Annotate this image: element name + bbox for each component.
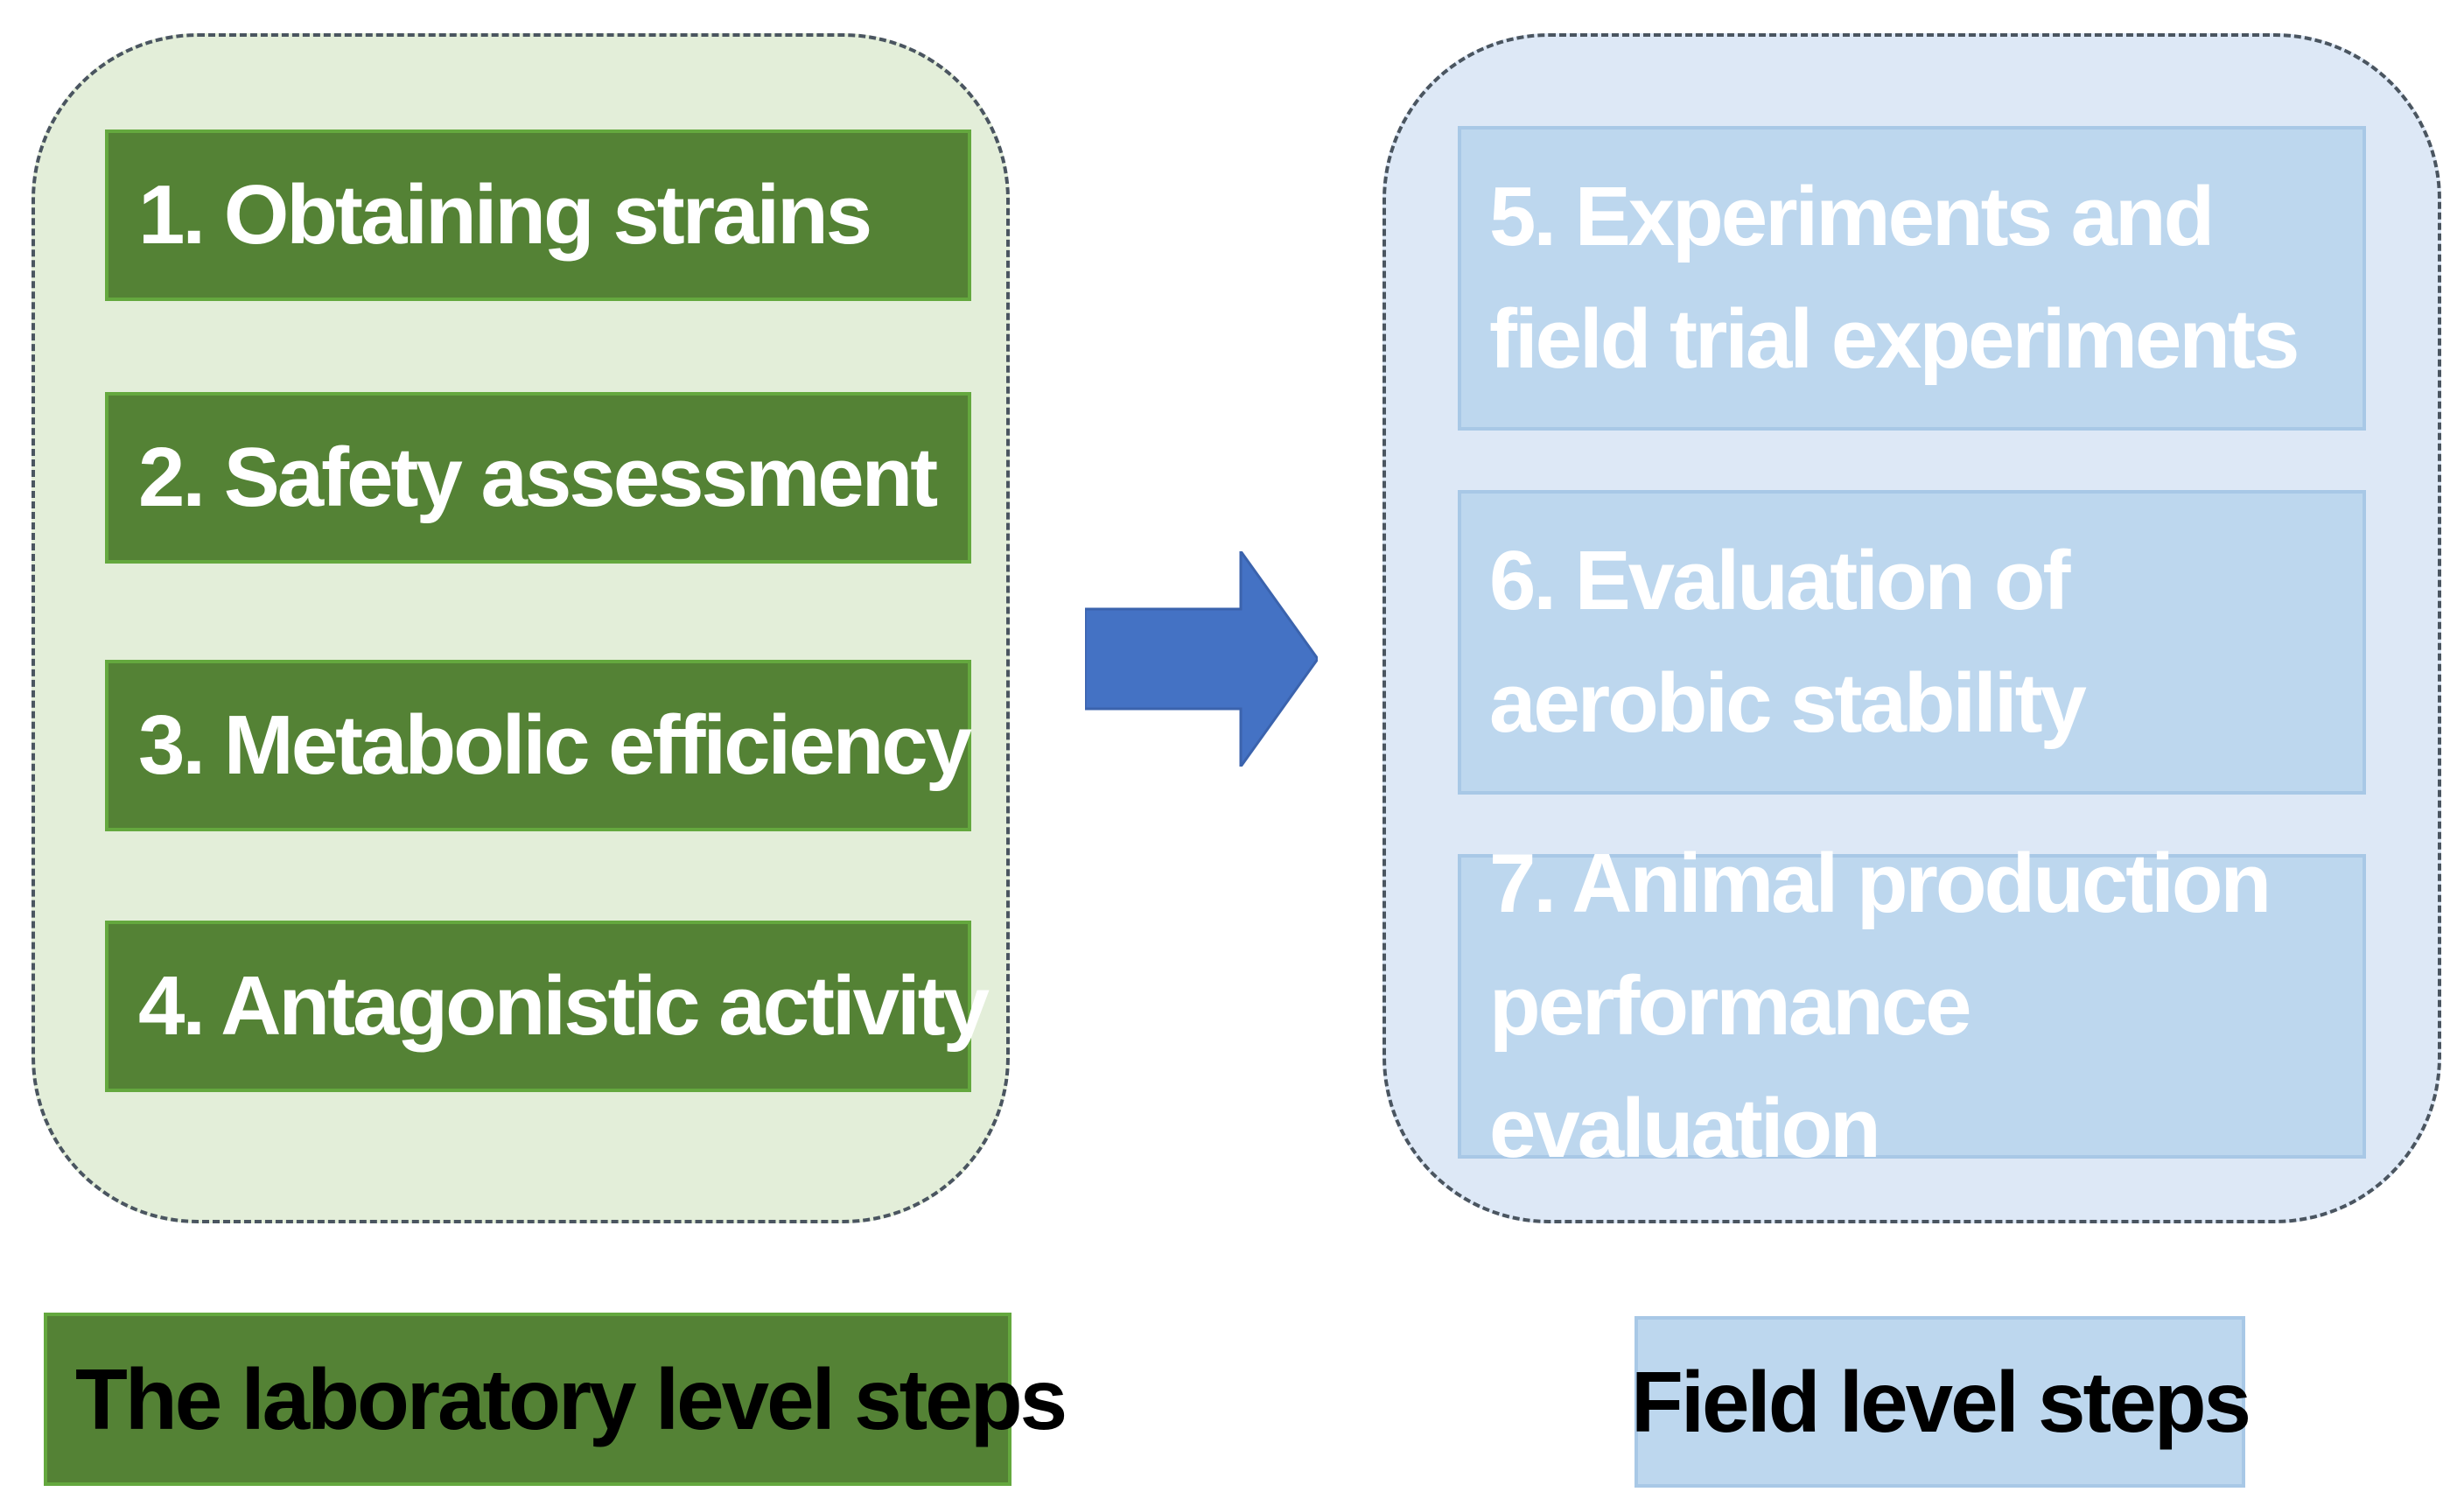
field-step-animal-production: 7. Animal production performance evaluat… bbox=[1458, 837, 2366, 1175]
lab-step-obtaining-strains: 1. Obtaining strains bbox=[105, 130, 971, 301]
legend-field-level: Field level steps bbox=[1631, 1316, 2251, 1488]
lab-step-metabolic-efficiency: 3. Metabolic efficiency bbox=[105, 660, 972, 831]
lab-step-safety-assessment: 2. Safety assessment bbox=[105, 392, 971, 564]
right-arrow-icon bbox=[1085, 551, 1318, 767]
field-step-aerobic-stability: 6. Evaluation of aerobic stability bbox=[1458, 490, 2366, 795]
field-step-experiments: 5. Experiments and field trial experimen… bbox=[1458, 126, 2366, 431]
legend-laboratory-level: The laboratory level steps bbox=[44, 1313, 1068, 1486]
lab-step-antagonistic-activity: 4. Antagonistic activity bbox=[105, 921, 990, 1092]
